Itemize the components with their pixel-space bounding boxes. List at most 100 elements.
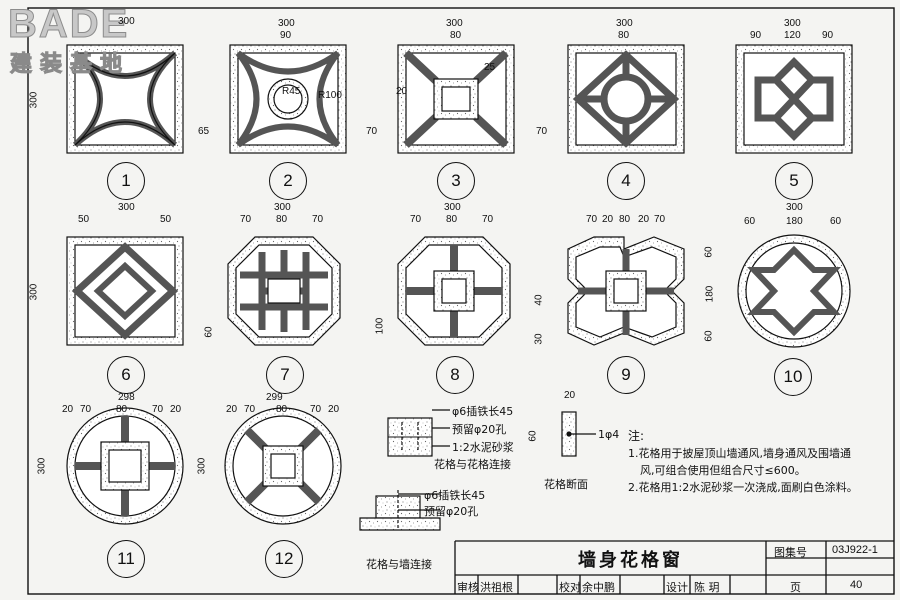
dim-6-t2: 50 [160,214,172,225]
pattern-3-shape [397,44,515,154]
dim-12-top: 299 [266,392,283,403]
dim-5-t3: 90 [822,30,834,41]
review-label: 审核 [457,581,479,594]
dim-11-t2: 70 [80,404,92,415]
dim-6-top: 300 [118,202,135,213]
dim-4-top: 300 [616,18,633,29]
conn-a-mortar-label: 1:2水泥砂浆 [452,441,514,454]
dim-3-a: 20 [396,86,408,97]
pattern-8-shape [397,236,511,346]
pattern-11-shape [66,407,184,525]
dim-4-left: 70 [536,126,548,137]
pattern-number-7: 7 [266,356,304,394]
dim-12-t5: 20 [328,404,340,415]
conn-b-caption: 花格与墙连接 [366,558,432,571]
pattern-5-shape [735,44,853,154]
pattern-4-shape [567,44,685,154]
dim-8-left: 100 [374,317,386,335]
pattern-number-3: 3 [437,162,475,200]
conn-a-rebar-label: φ6插铁长45 [452,405,514,418]
dim-11-left: 300 [36,457,48,475]
dim-2-left: 65 [198,126,210,137]
dim-7-t1: 70 [240,214,252,225]
dim-9-l2: 30 [533,333,545,345]
dim-9-l1: 40 [533,294,545,306]
dim-8-top: 300 [444,202,461,213]
conn-b-hole-label: 预留φ20孔 [424,505,479,518]
dim-5-t1: 90 [750,30,762,41]
pattern-1-shape [66,44,184,154]
drawing-title: 墙身花格窗 [578,550,683,571]
conn-a-caption: 花格与花格连接 [434,458,511,471]
dim-4-top2: 80 [618,30,630,41]
dim-3-top2: 80 [450,30,462,41]
dim-12-t2: 70 [244,404,256,415]
dim-2-top: 300 [278,18,295,29]
dim-12-t4: 70 [310,404,322,415]
dim-10-top: 300 [786,202,803,213]
dim-7-t3: 70 [312,214,324,225]
dim-11-t5: 20 [170,404,182,415]
pattern-12-shape [224,407,342,525]
dim-1-left: 300 [28,91,40,109]
logo-brand: BADE [7,2,130,47]
dim-9-t2: 20 [602,214,614,225]
note-line-1: 1.花格用于披屋顶山墙通风,墙身通风及围墙通 [628,447,851,460]
review-name: 洪祖根 [480,581,513,594]
connection-detail-b [359,490,441,531]
pattern-number-10: 10 [774,358,812,396]
dim-10-t1: 60 [744,216,756,227]
title-block-frame [454,540,894,594]
atlas-number: 03J922-1 [832,544,878,556]
dim-8-t2: 80 [446,214,458,225]
dim-10-l2: 180 [704,285,716,303]
dim-3-top: 300 [446,18,463,29]
dim-9-t5: 70 [654,214,666,225]
pattern-number-12: 12 [265,540,303,578]
dim-10-l3: 60 [703,330,715,342]
conn-a-hole-label: 预留φ20孔 [452,423,507,436]
dim-7-top: 300 [274,202,291,213]
dim-12-left: 300 [196,457,208,475]
dim-9-t3: 80 [619,214,631,225]
dim-11-t1: 20 [62,404,74,415]
pattern-7-shape [227,236,341,346]
dim-2-top2: 90 [280,30,292,41]
section-bar-label: 1φ4 [598,428,620,441]
page-number: 40 [850,579,863,591]
dim-6-left: 300 [28,283,40,301]
dim-1-top: 300 [118,16,135,27]
pattern-number-5: 5 [775,162,813,200]
dim-8-t1: 70 [410,214,422,225]
pattern-number-6: 6 [107,356,145,394]
design-label: 设计 [666,581,688,594]
dim-11-t4: 70 [152,404,164,415]
page-label: 页 [790,581,801,594]
dim-2-r1: R45 [282,86,301,97]
dim-12-t3: 80 [276,404,288,415]
section-detail [561,411,596,457]
pattern-number-8: 8 [436,356,474,394]
notes: 注: 1.花格用于披屋顶山墙通风,墙身通风及围墙通 风,可组合使用但组合尺寸≤6… [628,428,893,496]
notes-title: 注: [628,429,645,443]
dim-3-b: 25 [484,62,496,73]
pattern-6-shape [66,236,184,346]
pattern-number-4: 4 [607,162,645,200]
section-caption: 花格断面 [544,478,588,491]
dim-5-t2: 120 [784,30,801,41]
section-width: 20 [564,390,576,401]
pattern-2-shape [229,44,347,154]
atlas-label: 图集号 [774,546,807,559]
dim-9-t1: 70 [586,214,598,225]
dim-11-t3: 80 [116,404,128,415]
dim-2-r2: R100 [318,90,342,101]
dim-8-t3: 70 [482,214,494,225]
pattern-9-shape [567,236,685,346]
dim-12-t1: 20 [226,404,238,415]
dim-7-left: 60 [203,326,215,338]
pattern-10-shape [737,234,851,348]
pattern-number-1: 1 [107,162,145,200]
dim-7-t2: 80 [276,214,288,225]
dim-10-l1: 60 [703,246,715,258]
